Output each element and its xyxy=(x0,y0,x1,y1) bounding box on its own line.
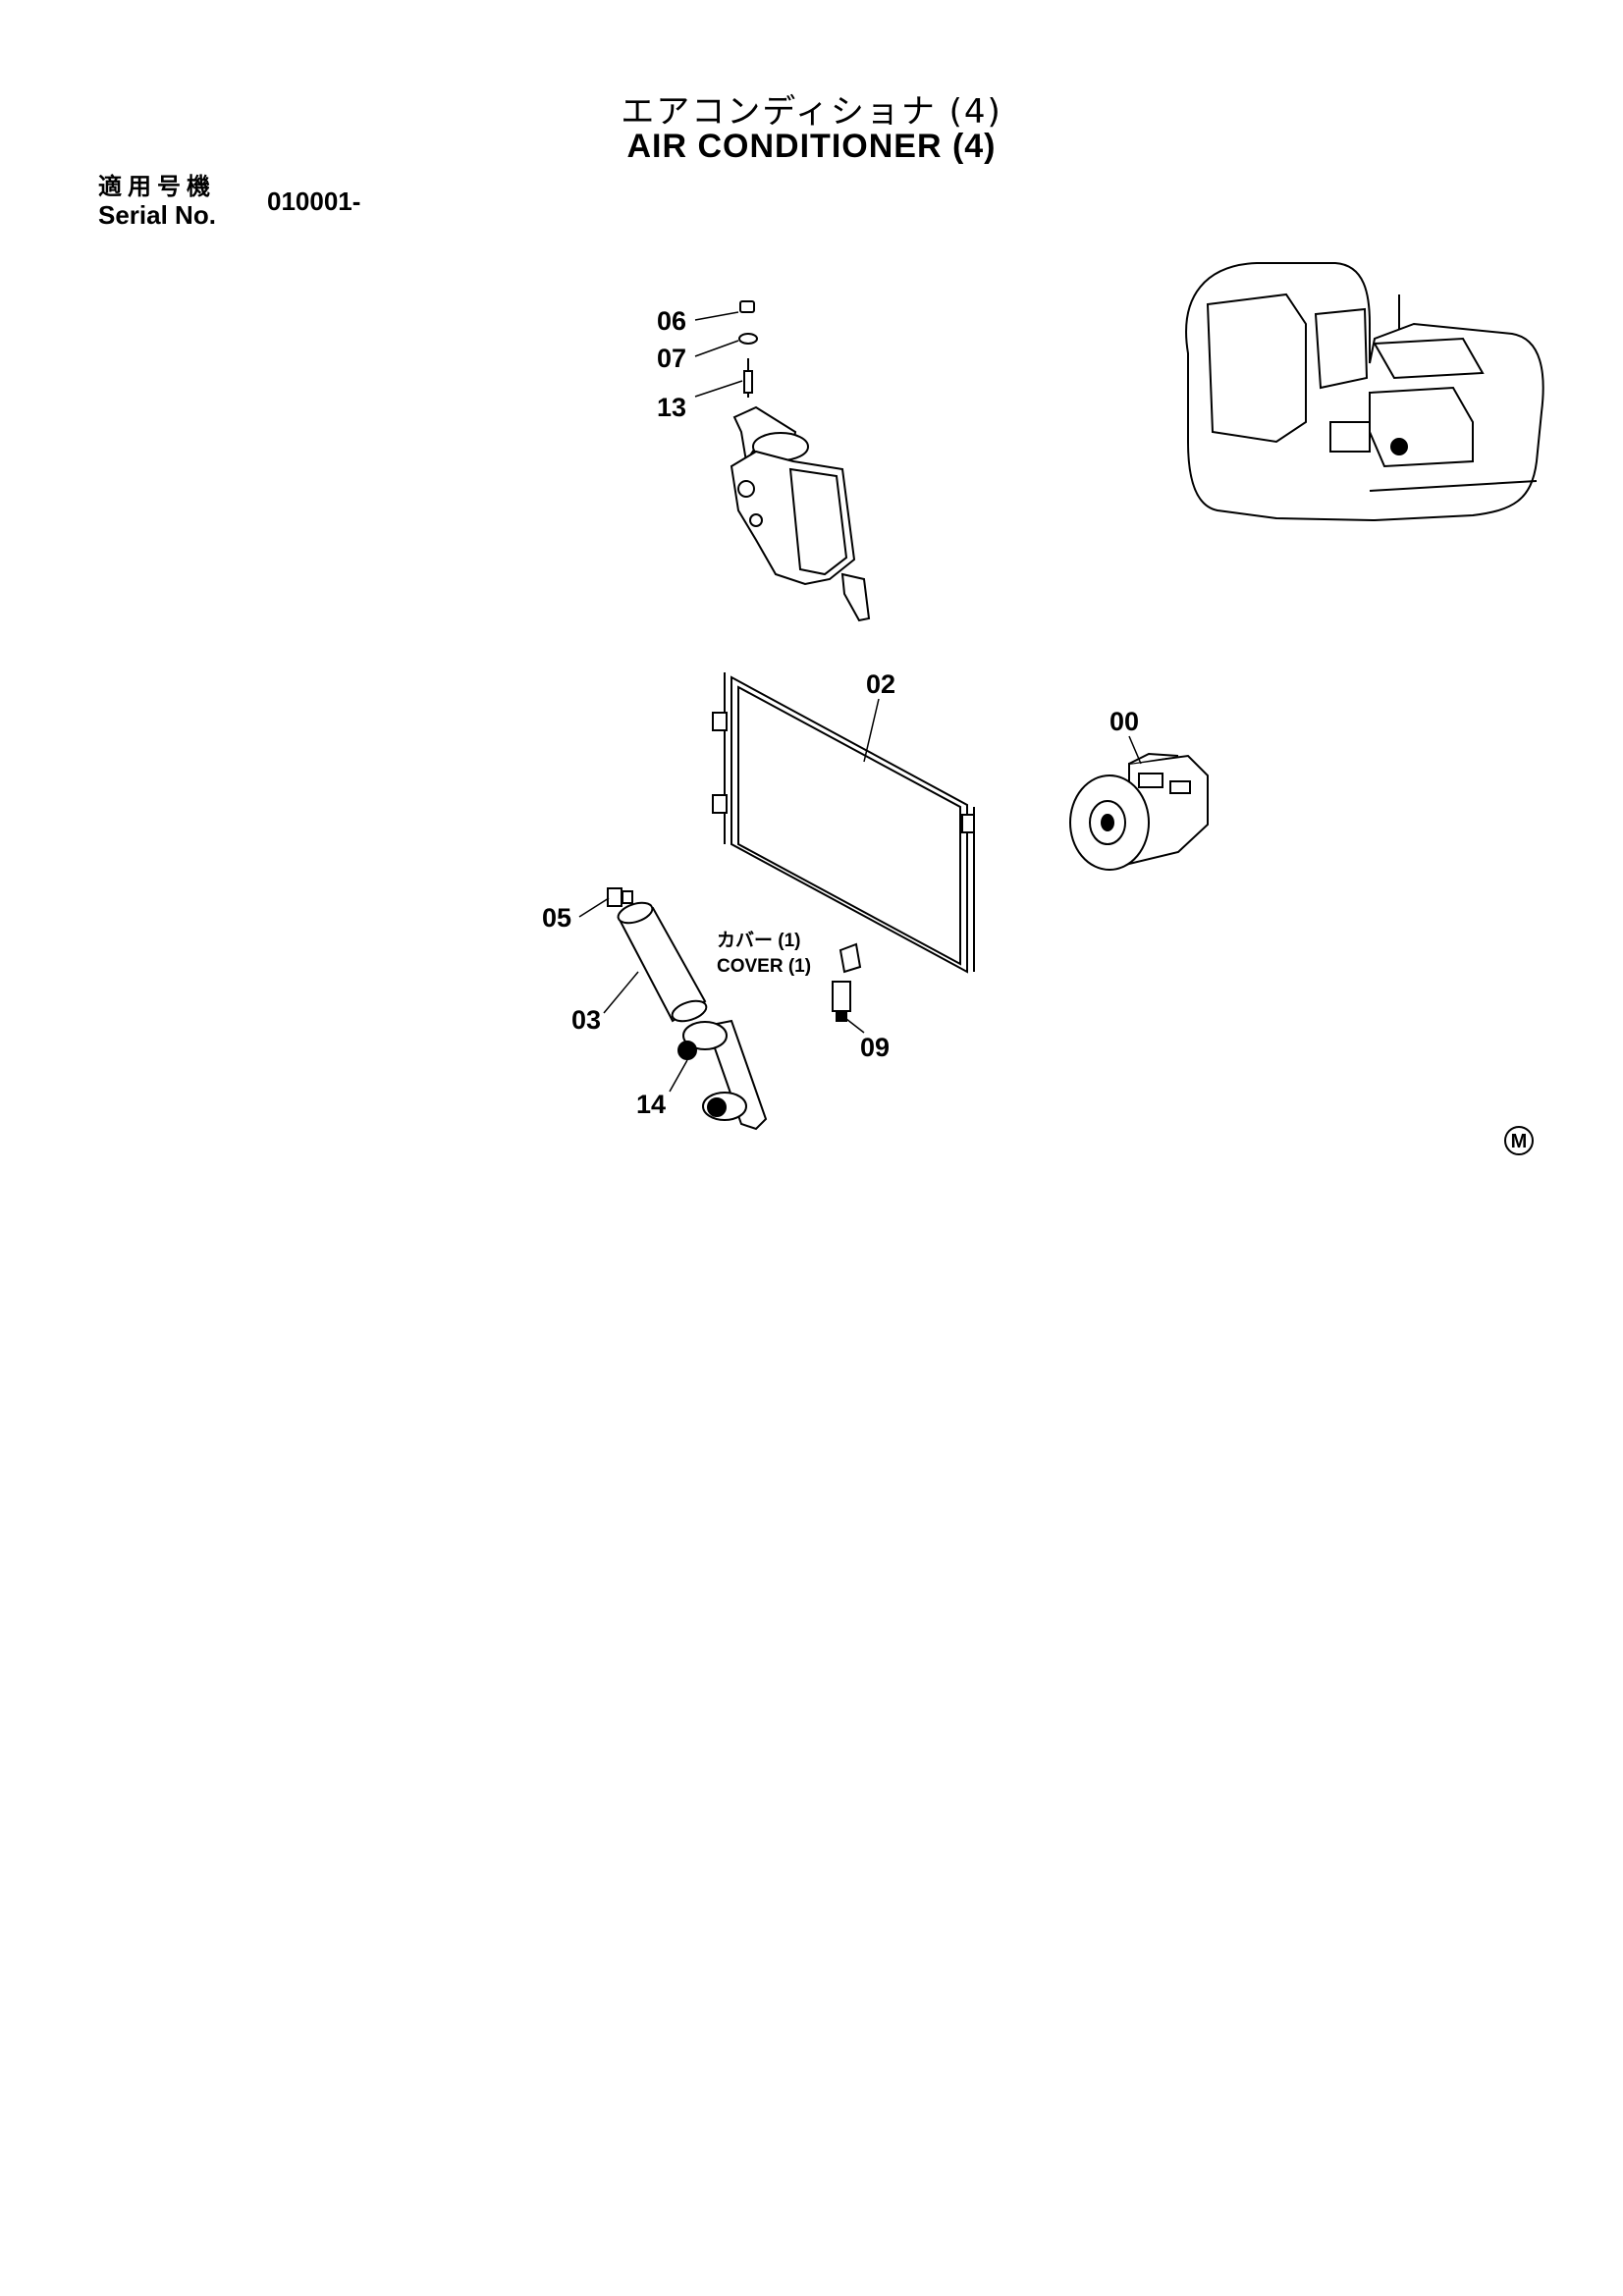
compressor-top xyxy=(1128,752,1179,765)
part-14-bracket xyxy=(677,1019,768,1131)
compressor-center xyxy=(1101,814,1114,831)
leader-00 xyxy=(1128,735,1142,765)
machine-hood xyxy=(1369,386,1474,468)
sensor-tip xyxy=(836,1010,847,1022)
callout-05: 05 xyxy=(542,903,571,933)
condenser-core xyxy=(737,685,961,966)
callout-00: 00 xyxy=(1109,707,1139,736)
compressor-port-2 xyxy=(1169,780,1191,794)
condenser-fitting-right xyxy=(961,814,975,833)
drier-top xyxy=(617,901,654,925)
bracket-clamp-upper xyxy=(682,1021,728,1050)
sensor-body xyxy=(832,981,851,1012)
machine-cab-window xyxy=(1206,293,1307,444)
machine-engine-cover xyxy=(1373,337,1485,380)
mark-letter: M xyxy=(1511,1131,1528,1152)
part-05-connector-shape xyxy=(622,890,633,904)
callout-06: 06 xyxy=(657,306,686,336)
serial-label-block: 適用号機 Serial No. xyxy=(98,173,216,230)
bracket-bolt-lower xyxy=(707,1097,727,1117)
part-03-receiver-drier xyxy=(607,887,708,1023)
note-cover-japanese: カバー (1) xyxy=(717,930,801,951)
compressor-port-1 xyxy=(1138,773,1163,788)
evaporator-bolt-shape-2 xyxy=(749,513,763,527)
evaporator-core-shape xyxy=(788,467,848,576)
evaporator-bolt-shape xyxy=(737,480,755,498)
machine-location-marker xyxy=(1390,438,1408,455)
circled-m-mark: M xyxy=(1504,1126,1534,1155)
part-13-sleeve-shape xyxy=(743,370,753,394)
cover-shape xyxy=(839,942,862,974)
machine-counterweight-line xyxy=(1369,480,1538,492)
machine-silhouette xyxy=(1185,262,1544,522)
part-07-washer-shape xyxy=(738,333,758,345)
machine-ac-unit xyxy=(1329,421,1371,453)
part-06-cap-shape xyxy=(739,300,755,313)
condenser-fitting-upper xyxy=(712,712,728,731)
leader-09 xyxy=(845,1018,865,1034)
callout-02: 02 xyxy=(866,669,895,699)
bracket-bolt-upper xyxy=(677,1041,697,1060)
machine-body-outline xyxy=(1185,262,1544,522)
part-00-compressor xyxy=(1069,752,1209,871)
title-english: AIR CONDITIONER (4) xyxy=(626,128,997,165)
machine-cab-side-window xyxy=(1314,307,1369,390)
evaporator-bracket-shape xyxy=(840,572,871,622)
callout-13: 13 xyxy=(657,393,686,422)
serial-label-japanese: 適用号機 xyxy=(98,173,216,200)
serial-label-english: Serial No. xyxy=(98,200,216,230)
note-cover-english: COVER (1) xyxy=(717,956,811,977)
condenser-fitting-lower xyxy=(712,794,728,814)
callout-07: 07 xyxy=(657,344,686,373)
leader-02 xyxy=(863,698,880,763)
evaporator-module xyxy=(730,300,871,622)
part-05-switch-shape xyxy=(607,887,622,907)
part-02-condenser xyxy=(712,672,975,974)
leader-14 xyxy=(669,1059,688,1093)
callout-03: 03 xyxy=(571,1005,601,1035)
drier-bottom xyxy=(671,999,708,1023)
evaporator-leaders xyxy=(694,311,743,398)
callout-09: 09 xyxy=(860,1033,890,1062)
serial-number-value: 010001- xyxy=(267,187,361,216)
title-japanese: エアコンディショナ (4) xyxy=(621,92,1002,132)
callout-14: 14 xyxy=(636,1090,666,1119)
drier-leaders xyxy=(578,897,639,1014)
part-09-cover xyxy=(832,942,862,1022)
